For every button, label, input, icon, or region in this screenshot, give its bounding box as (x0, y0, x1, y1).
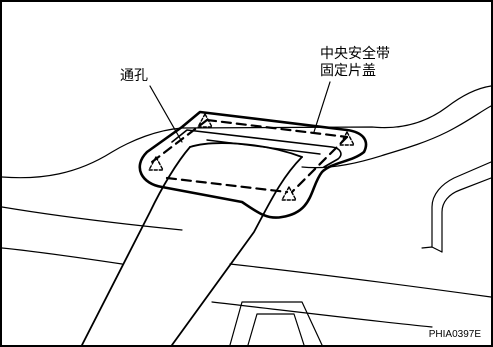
cover-plate (138, 110, 368, 219)
label-through-hole: 通孔 (120, 68, 148, 84)
right-bracket-base (421, 246, 443, 253)
clip-mark-left (148, 156, 164, 171)
through-hole (171, 129, 342, 168)
seam-line-2 (2, 247, 123, 265)
seat-cushion-outline (2, 85, 491, 179)
label-belt-cover-line2: 固定片盖 (320, 63, 376, 79)
hidden-edge-left (150, 118, 209, 164)
label-belt-cover-line1: 中央安全带 (320, 46, 390, 62)
seam-line-3 (229, 263, 491, 298)
belt-strap-right-edge (171, 156, 303, 345)
right-bracket-inner (441, 177, 491, 253)
seam-line-1 (2, 206, 183, 231)
belt-strap-left-edge (81, 146, 191, 345)
clip-mark-top-right (339, 131, 355, 146)
hidden-edge-top (205, 118, 349, 139)
bottom-slot (229, 301, 323, 345)
seam-line-4 (211, 301, 433, 328)
clip-mark-top-left (197, 113, 213, 128)
belt-strap-fold (206, 139, 321, 155)
seat-back-edge (301, 105, 491, 169)
bottom-slot-inner (247, 313, 305, 345)
right-bracket (431, 161, 491, 248)
hidden-edge-bottom (165, 176, 289, 194)
leader-line-hole (149, 85, 183, 143)
leader-line-cover (313, 81, 331, 133)
figure-code: PHIA0397E (428, 329, 481, 340)
hidden-edge-right (290, 135, 349, 194)
clip-mark-bottom-right (281, 186, 297, 201)
